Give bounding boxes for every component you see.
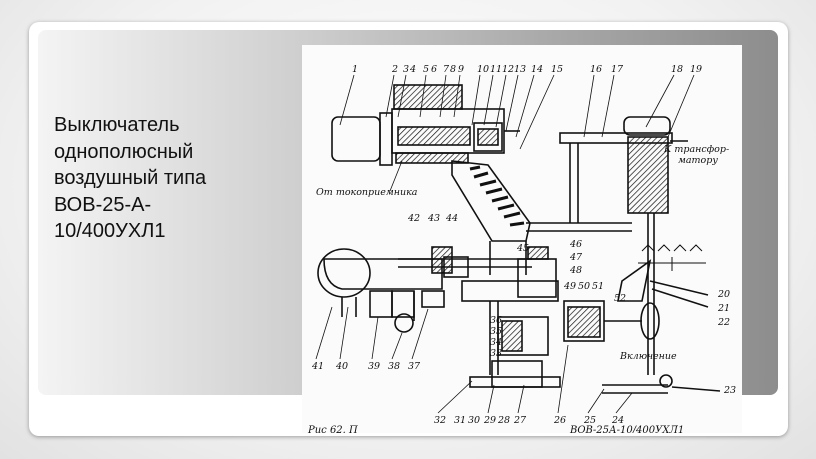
insulator-column: [451, 160, 531, 275]
callout-number-50: 50: [578, 281, 590, 292]
num-4: 4: [409, 64, 416, 75]
air-reservoir: [317, 246, 469, 317]
num-18: 18: [671, 64, 683, 75]
caption-left: Рис 62. П: [307, 425, 358, 433]
breaker-schematic: 1 2 3 4 5 6 7 8 9 10 11 12 13 14 15 16 1…: [302, 45, 742, 433]
callout-number-35: 35: [490, 326, 502, 337]
callout-number-34: 34: [490, 337, 502, 348]
callout-number-22: 22: [717, 317, 730, 328]
callout-number-45: 45: [516, 243, 529, 254]
num-11: 11: [490, 64, 502, 75]
bottom-leaders: [315, 306, 633, 414]
figure-caption: Рис 62. П ВОВ-25А-10/400УХЛ1: [307, 425, 684, 433]
num-16: 16: [590, 64, 602, 75]
callout-number-46: 46: [569, 239, 582, 250]
bottom-callout-numbers: 41 40 39 38 37 32 31 30 29 28 27 26 25 2…: [311, 361, 624, 426]
callout-number-44: 44: [445, 213, 458, 224]
callout-number-41: 41: [311, 361, 324, 372]
callout-number-24: 24: [611, 415, 624, 426]
to-transformer-label-2: матору: [678, 155, 718, 166]
callout-number-25: 25: [583, 415, 596, 426]
num-6: 6: [431, 64, 437, 75]
top-leaders: [339, 74, 695, 150]
num-15: 15: [551, 64, 563, 75]
num-2: 2: [391, 64, 398, 75]
callout-number-28: 28: [497, 415, 510, 426]
arc-chamber: [391, 84, 520, 164]
callout-number-20: 20: [717, 289, 730, 300]
callout-number-48: 48: [569, 265, 582, 276]
callout-number-39: 39: [368, 361, 380, 372]
num-9: 9: [458, 64, 464, 75]
num-12: 12: [502, 64, 514, 75]
callout-number-26: 26: [553, 415, 566, 426]
drive-mechanism: [563, 259, 721, 394]
num-7: 7: [443, 64, 450, 75]
top-callout-numbers: 1 2 3 4 5 6 7 8 9 10 11 12 13 14 15 16 1…: [352, 64, 702, 75]
num-5: 5: [423, 64, 429, 75]
callout-number-27: 27: [513, 415, 527, 426]
from-pantograph-label: От токоприемника: [316, 187, 418, 198]
callout-number-43: 43: [427, 213, 440, 224]
callout-number-21: 21: [717, 303, 730, 314]
isolator-column: [559, 116, 688, 375]
callout-number-29: 29: [483, 415, 496, 426]
num-10: 10: [477, 64, 489, 75]
callout-number-30: 30: [468, 415, 480, 426]
num-1: 1: [352, 64, 358, 75]
control-valves: [461, 246, 561, 388]
callout-number-40: 40: [335, 361, 348, 372]
num-13: 13: [514, 64, 526, 75]
slide-title: Выключатель однополюсный воздушный типа …: [54, 114, 207, 242]
callout-number-38: 38: [388, 361, 400, 372]
caption-right: ВОВ-25А-10/400УХЛ1: [569, 425, 684, 433]
callout-number-36: 36: [490, 315, 502, 326]
mid-callout-numbers: 42 43 44 45 46 47 48 49 50 51 52 20 21 2…: [407, 213, 736, 396]
callout-number-37: 37: [408, 361, 421, 372]
callout-number-52: 52: [614, 293, 626, 304]
switch-on-label: Включение: [619, 351, 677, 362]
num-19: 19: [690, 64, 702, 75]
callout-number-42: 42: [407, 213, 420, 224]
callout-number-33: 33: [490, 348, 502, 359]
callout-number-49: 49: [563, 281, 576, 292]
num-3: 3: [403, 64, 409, 75]
callout-number-32: 32: [434, 415, 446, 426]
num-17: 17: [611, 64, 624, 75]
callout-number-51: 51: [592, 281, 604, 292]
callout-number-31: 31: [454, 415, 466, 426]
callout-number-23: 23: [723, 385, 736, 396]
callout-number-47: 47: [569, 252, 583, 263]
valves-block: [369, 290, 445, 333]
to-transformer-label-1: К трансфор-: [663, 144, 729, 155]
num-14: 14: [531, 64, 543, 75]
num-8: 8: [450, 64, 456, 75]
